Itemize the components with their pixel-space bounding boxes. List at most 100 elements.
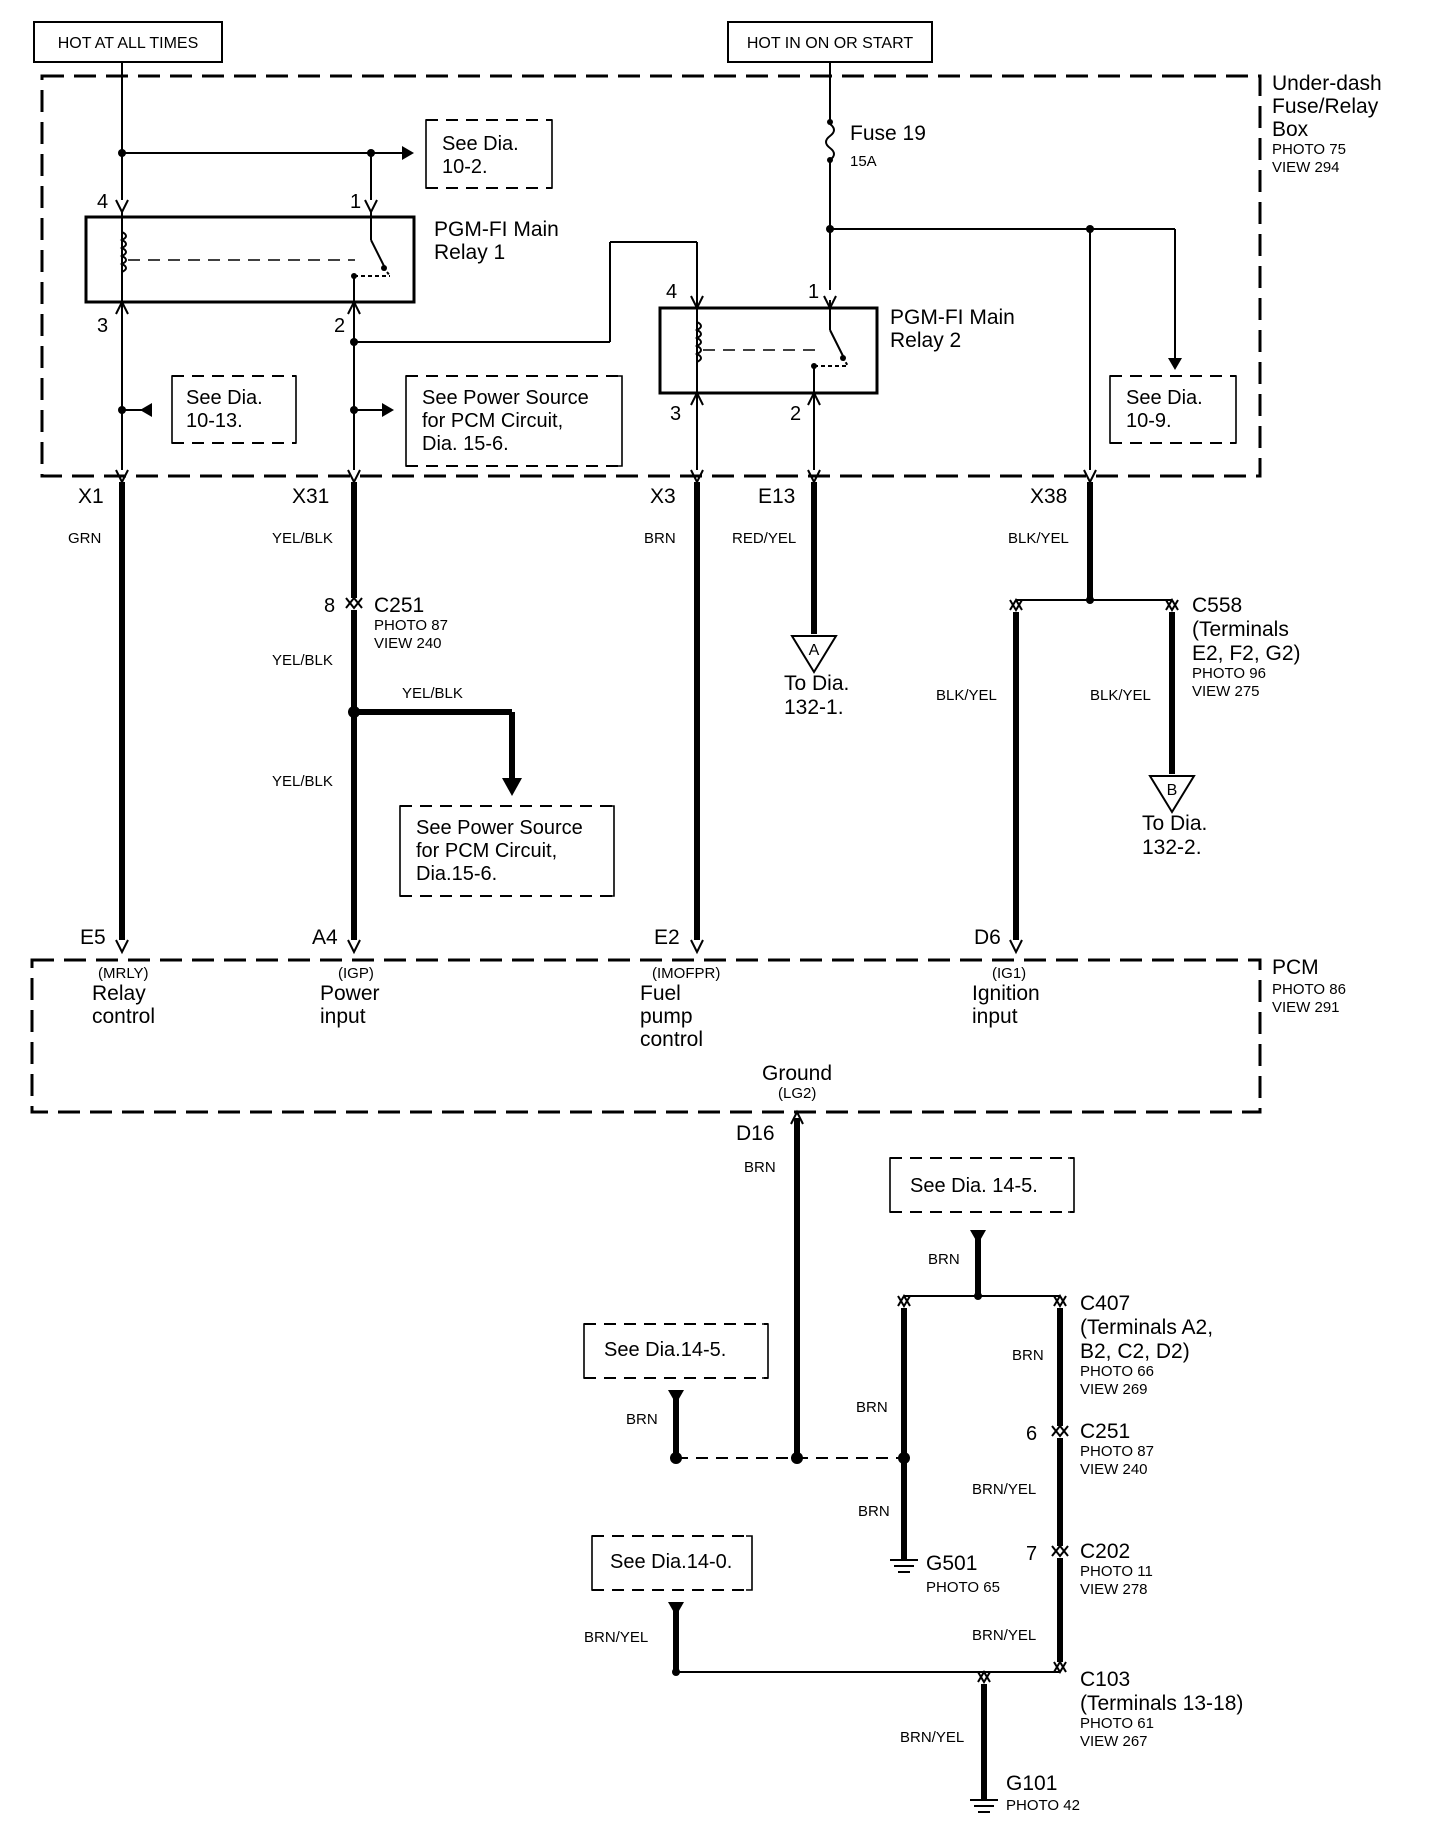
ref-power-source-top-l2: for PCM Circuit, — [422, 410, 563, 432]
relay2-pin2: 2 — [790, 403, 801, 425]
pcm-e2-line1: Fuel — [640, 982, 681, 1005]
wire-color-yelblk-3: YEL/BLK — [402, 685, 463, 702]
fuse-19-rating: 15A — [850, 153, 877, 170]
pcm-pin-e2: E2 — [654, 926, 680, 949]
pcm-d6-code: (IG1) — [992, 965, 1026, 982]
c103-view: VIEW 267 — [1080, 1733, 1148, 1750]
pcm-ground-label: Ground — [762, 1062, 832, 1085]
fuse-box-title-3: Box — [1272, 118, 1309, 141]
ref-dia-10-9-l1: See Dia. — [1126, 387, 1203, 409]
c407-view: VIEW 269 — [1080, 1381, 1148, 1398]
c251-top-name: C251 — [374, 594, 424, 617]
offpage-a-line2: 132-1. — [784, 696, 844, 719]
wire-color-brnyel-c202: BRN/YEL — [972, 1627, 1036, 1644]
relay1-pin3: 3 — [97, 315, 108, 337]
terminal-x1: X1 — [78, 485, 104, 508]
pcm-e5-code: (MRLY) — [98, 965, 149, 982]
wire-color-brn-left: BRN — [626, 1411, 658, 1428]
relay1-pin1: 1 — [350, 191, 361, 213]
wire-color-blk-yel-1: BLK/YEL — [1008, 530, 1069, 547]
wire-color-brn-x3: BRN — [644, 530, 676, 547]
relay2-pin4: 4 — [666, 281, 677, 303]
c103-photo: PHOTO 61 — [1080, 1715, 1154, 1732]
wire-color-brn-c407-top: BRN — [928, 1251, 960, 1268]
pcm-view: VIEW 291 — [1272, 999, 1340, 1016]
g501-photo: PHOTO 65 — [926, 1579, 1000, 1596]
wire-color-brn-d16: BRN — [744, 1159, 776, 1176]
c407-name: C407 — [1080, 1292, 1130, 1315]
pcm-pin-d6: D6 — [974, 926, 1001, 949]
g501-name: G501 — [926, 1552, 977, 1575]
c202-name: C202 — [1080, 1540, 1130, 1563]
c202-pin: 7 — [1026, 1543, 1037, 1565]
relay1-label-2: Relay 1 — [434, 241, 505, 264]
terminal-e13: E13 — [758, 485, 795, 508]
ref-power-source-mid-l1: See Power Source — [416, 817, 583, 839]
wire-color-brnyel-g101: BRN/YEL — [900, 1729, 964, 1746]
wire-color-blk-yel-3: BLK/YEL — [1090, 687, 1151, 704]
fuse-box-photo: PHOTO 75 — [1272, 141, 1346, 158]
c103-name: C103 — [1080, 1668, 1130, 1691]
pcm-pin-a4: A4 — [312, 926, 338, 949]
c202-view: VIEW 278 — [1080, 1581, 1148, 1598]
hot-at-all-times-label: HOT AT ALL TIMES — [58, 35, 199, 52]
ref-power-source-top-l3: Dia. 15-6. — [422, 433, 509, 455]
ref-dia-10-13-l1: See Dia. — [186, 387, 263, 409]
offpage-b-letter: B — [1167, 782, 1178, 799]
ref-dia-14-0: See Dia.14-0. — [610, 1551, 732, 1573]
pgm-fi-main-relay-2 — [658, 306, 879, 395]
ref-power-source-mid-l3: Dia.15-6. — [416, 863, 497, 885]
offpage-a-triangle — [790, 635, 838, 674]
c251-bot-view: VIEW 240 — [1080, 1461, 1148, 1478]
relay1-pin4: 4 — [97, 191, 108, 213]
relay1-label-1: PGM-FI Main — [434, 218, 559, 241]
c407-line3: B2, C2, D2) — [1080, 1340, 1190, 1363]
wire-color-brnyel-c251: BRN/YEL — [972, 1481, 1036, 1498]
c558-line2: (Terminals — [1192, 618, 1289, 641]
wire-color-brn-g501: BRN — [858, 1503, 890, 1520]
relay2-label-2: Relay 2 — [890, 329, 961, 352]
pcm-e2-code: (IMOFPR) — [652, 965, 720, 982]
c407-line2: (Terminals A2, — [1080, 1316, 1213, 1339]
ref-dia-10-2-l2: 10-2. — [442, 156, 488, 178]
offpage-b-triangle — [1148, 775, 1196, 814]
c251-top-pin: 8 — [324, 595, 335, 617]
pcm-photo: PHOTO 86 — [1272, 981, 1346, 998]
pcm-pin-d16: D16 — [736, 1122, 775, 1145]
relay1-pin2: 2 — [334, 315, 345, 337]
c251-bot-name: C251 — [1080, 1420, 1130, 1443]
offpage-a-letter: A — [809, 642, 820, 659]
wire-color-grn: GRN — [68, 530, 101, 547]
terminal-x38: X38 — [1030, 485, 1067, 508]
hot-at-all-times-box — [33, 21, 223, 63]
pgm-fi-main-relay-1 — [84, 215, 416, 304]
wire-color-blk-yel-2: BLK/YEL — [936, 687, 997, 704]
ref-dia-14-5-top: See Dia. 14-5. — [910, 1175, 1038, 1197]
g101-photo: PHOTO 42 — [1006, 1797, 1080, 1814]
pcm-box — [30, 958, 1262, 1114]
c251-bot-photo: PHOTO 87 — [1080, 1443, 1154, 1460]
offpage-b-line2: 132-2. — [1142, 836, 1202, 859]
relay2-pin3: 3 — [670, 403, 681, 425]
ref-power-source-top-l1: See Power Source — [422, 387, 589, 409]
c558-view: VIEW 275 — [1192, 683, 1260, 700]
ref-dia-14-5-left: See Dia.14-5. — [604, 1339, 726, 1361]
c251-top-view: VIEW 240 — [374, 635, 442, 652]
wire-color-brnyel-left: BRN/YEL — [584, 1629, 648, 1646]
wire-color-red-yel: RED/YEL — [732, 530, 796, 547]
ref-power-source-mid-l2: for PCM Circuit, — [416, 840, 557, 862]
wire-color-yelblk-1: YEL/BLK — [272, 530, 333, 547]
wire-color-yelblk-2: YEL/BLK — [272, 652, 333, 669]
pcm-e2-line3: control — [640, 1028, 703, 1051]
pcm-a4-line2: input — [320, 1005, 366, 1028]
fuse-19-name: Fuse 19 — [850, 122, 926, 145]
pcm-d6-line1: Ignition — [972, 982, 1040, 1005]
fuse-box-title-1: Under-dash — [1272, 72, 1382, 95]
hot-in-on-or-start-label: HOT IN ON OR START — [747, 35, 913, 52]
g101-name: G101 — [1006, 1772, 1057, 1795]
terminal-x3: X3 — [650, 485, 676, 508]
under-dash-fuse-relay-box — [40, 74, 1262, 478]
pcm-pin-e5: E5 — [80, 926, 106, 949]
c558-name: C558 — [1192, 594, 1242, 617]
